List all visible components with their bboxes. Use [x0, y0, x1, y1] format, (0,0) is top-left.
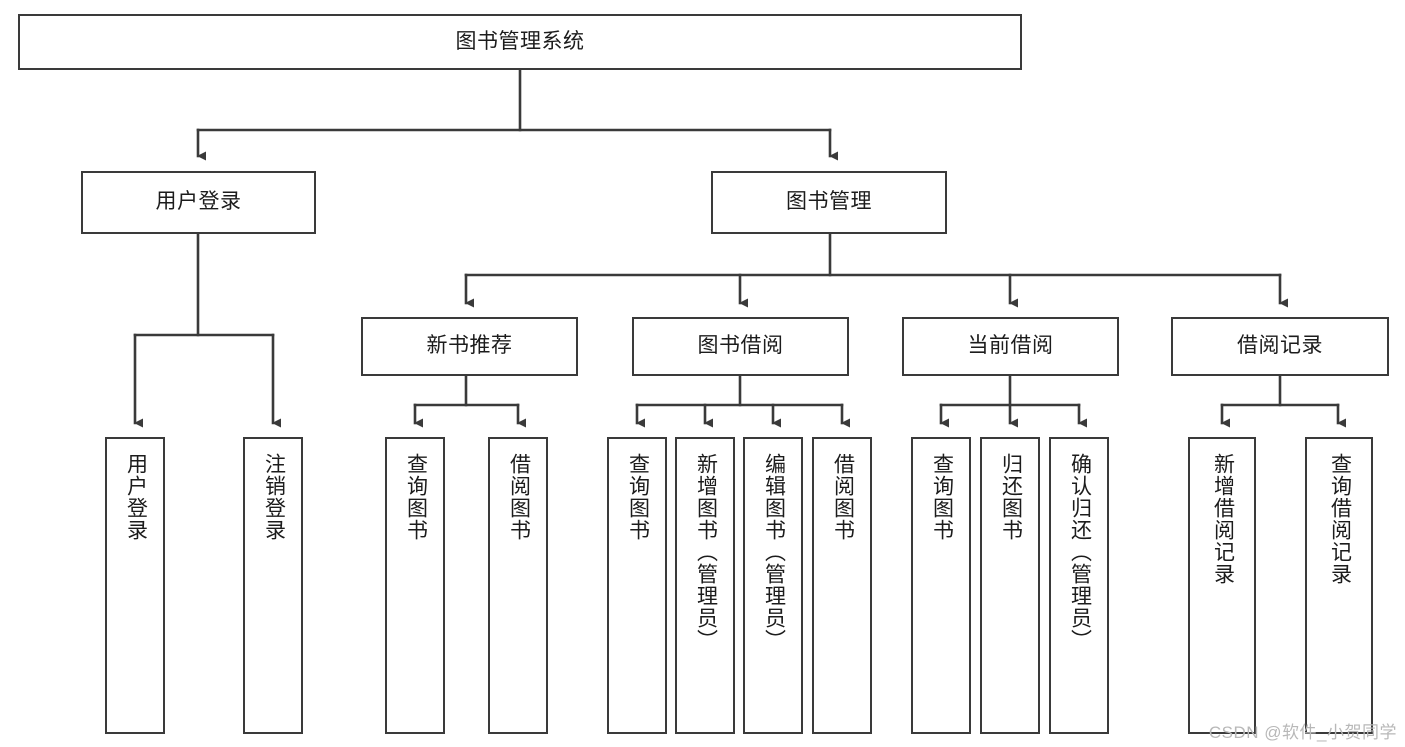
node-user-login-label: 用户登录 [155, 190, 242, 214]
leaf-borrow-book-2-label: 借阅图书 [831, 453, 855, 541]
leaf-user-login-label: 用户登录 [124, 453, 148, 541]
leaf-confirm-return[interactable]: 确认归还（管理员） [1049, 437, 1109, 734]
node-user-login[interactable]: 用户登录 [81, 171, 316, 234]
leaf-query-record[interactable]: 查询借阅记录 [1305, 437, 1373, 734]
leaf-logout-label: 注销登录 [262, 453, 286, 541]
node-root-label: 图书管理系统 [455, 29, 585, 53]
leaf-add-book[interactable]: 新增图书（管理员） [675, 437, 735, 734]
leaf-query-book-3-label: 查询图书 [930, 453, 954, 541]
node-book-manage-label: 图书管理 [786, 190, 872, 214]
leaf-add-record[interactable]: 新增借阅记录 [1188, 437, 1256, 734]
leaf-borrow-book-1[interactable]: 借阅图书 [488, 437, 548, 734]
leaf-query-book-2-label: 查询图书 [626, 453, 650, 541]
leaf-add-record-label: 新增借阅记录 [1211, 453, 1235, 585]
node-new-book-recommend[interactable]: 新书推荐 [361, 317, 578, 376]
leaf-add-book-label: 新增图书（管理员） [694, 453, 718, 651]
leaf-user-login[interactable]: 用户登录 [105, 437, 165, 734]
leaf-confirm-return-label: 确认归还（管理员） [1068, 453, 1092, 651]
node-borrow-record[interactable]: 借阅记录 [1171, 317, 1389, 376]
leaf-query-record-label: 查询借阅记录 [1328, 453, 1352, 585]
leaf-logout[interactable]: 注销登录 [243, 437, 303, 734]
node-current-borrow-label: 当前借阅 [967, 334, 1054, 358]
node-borrow-record-label: 借阅记录 [1237, 334, 1323, 358]
node-book-manage[interactable]: 图书管理 [711, 171, 947, 234]
leaf-return-book[interactable]: 归还图书 [980, 437, 1040, 734]
node-book-borrow[interactable]: 图书借阅 [632, 317, 849, 376]
leaf-borrow-book-2[interactable]: 借阅图书 [812, 437, 872, 734]
node-current-borrow[interactable]: 当前借阅 [902, 317, 1119, 376]
leaf-query-book-1[interactable]: 查询图书 [385, 437, 445, 734]
node-new-book-recommend-label: 新书推荐 [426, 334, 513, 358]
node-book-borrow-label: 图书借阅 [697, 334, 784, 358]
leaf-edit-book-label: 编辑图书（管理员） [762, 453, 786, 651]
leaf-query-book-3[interactable]: 查询图书 [911, 437, 971, 734]
leaf-return-book-label: 归还图书 [999, 453, 1023, 541]
node-root[interactable]: 图书管理系统 [18, 14, 1022, 70]
leaf-borrow-book-1-label: 借阅图书 [507, 453, 531, 541]
leaf-edit-book[interactable]: 编辑图书（管理员） [743, 437, 803, 734]
leaf-query-book-1-label: 查询图书 [404, 453, 428, 541]
leaf-query-book-2[interactable]: 查询图书 [607, 437, 667, 734]
watermark: CSDN @软件_小贺同学 [1208, 723, 1397, 742]
